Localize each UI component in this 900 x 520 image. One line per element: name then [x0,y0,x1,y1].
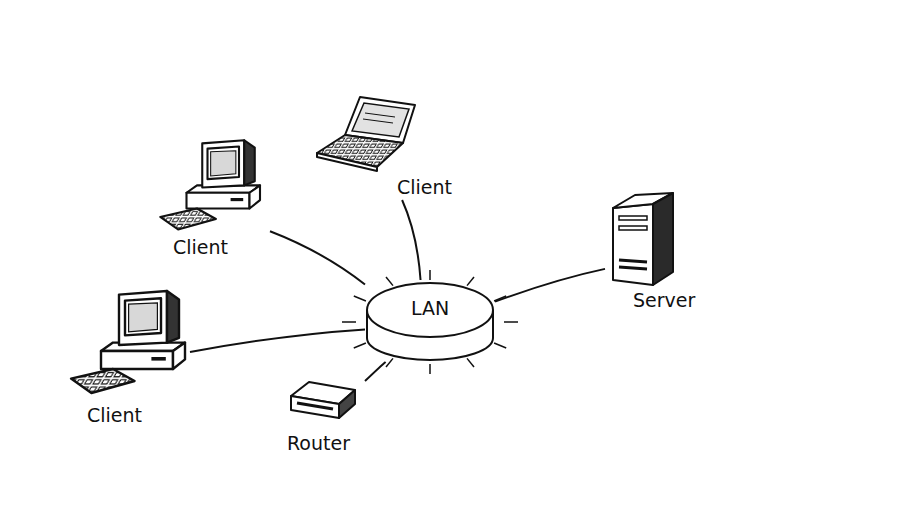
node-label: LAN [411,298,449,319]
lan-cylinder: LAN [365,280,495,362]
lan-ray [429,270,431,280]
desktop-client: Client [65,285,190,435]
lan-cylinder-icon [365,280,495,362]
network-cable [190,329,365,352]
lan-ray [467,277,474,286]
lan-ray [354,343,366,348]
router-box: Router [285,378,365,458]
desktop-client: Client [155,135,270,263]
lan-ray [386,358,393,367]
network-cable [365,362,386,381]
node-label: Client [173,237,228,258]
lan-ray [504,321,518,323]
router-box-icon [285,378,357,423]
server-tower: Server [605,190,715,315]
lan-ray [342,321,356,323]
lan-ray [494,343,506,348]
lan-ray [354,296,366,301]
network-cable [270,231,365,284]
node-label: Server [633,290,695,311]
node-label: Router [287,433,350,454]
desktop-client-icon [155,135,270,230]
node-label: Client [397,177,452,198]
server-tower-icon [605,190,680,285]
network-cable [495,269,605,302]
lan-ray [467,358,474,367]
lan-ray [429,364,431,374]
laptop-client: Client [315,95,465,200]
node-label: Client [87,405,142,426]
laptop-client-icon [315,95,415,175]
network-cable [402,200,420,280]
desktop-client-icon [65,285,190,395]
lan-ray [386,277,393,286]
